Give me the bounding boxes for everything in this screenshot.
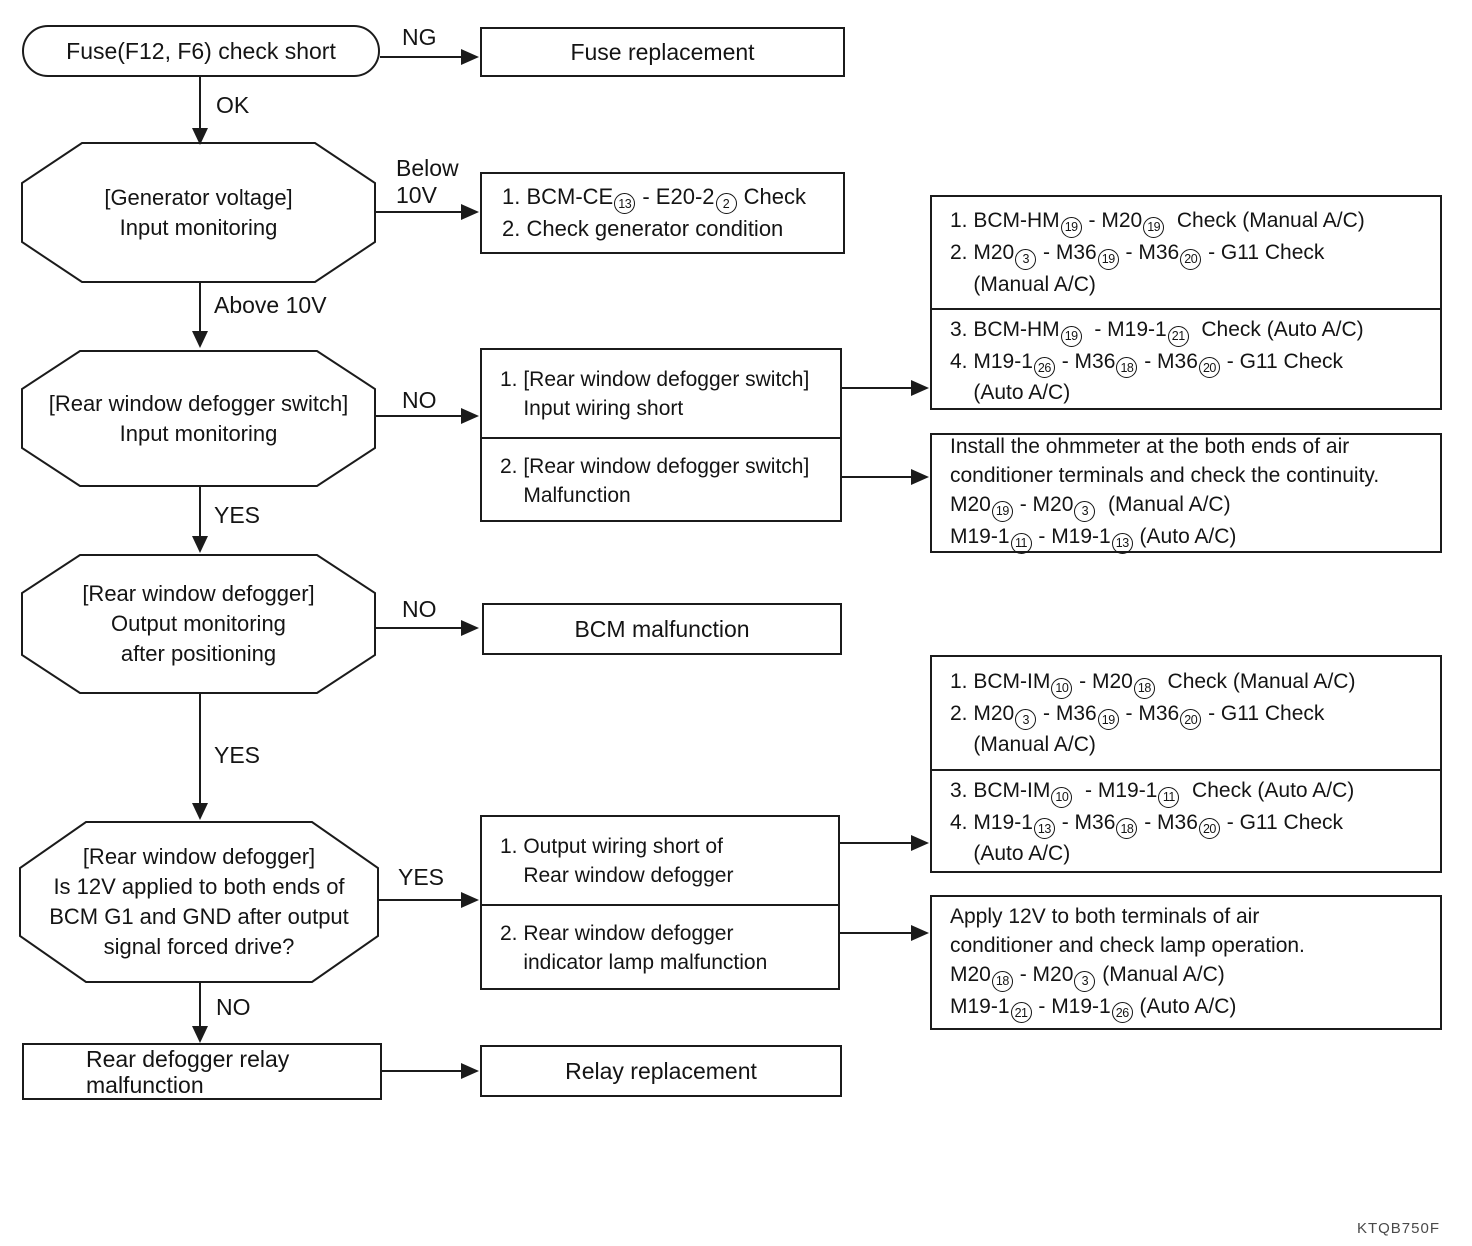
arrow-head: [461, 204, 479, 220]
node-label: [Rear window defogger]Is 12V applied to …: [49, 844, 349, 959]
circled-pin-number: 11: [1010, 532, 1032, 554]
output-cause-1: 1. Output wiring short of Rear window de…: [500, 834, 734, 887]
arrow-head: [192, 331, 208, 348]
circled-pin-number: 3: [1074, 970, 1096, 992]
edge-label-no-switch: NO: [402, 387, 437, 413]
node-label: BCM malfunction: [574, 616, 750, 642]
arrow-head: [461, 49, 479, 65]
circled-pin-number: 19: [1097, 248, 1119, 270]
node-label: Relay replacement: [565, 1058, 757, 1084]
circled-pin-number: 3: [1074, 501, 1096, 522]
node-label: Install the ohmmeter at the both ends of…: [950, 432, 1440, 554]
octagon-outline-generator: [21, 142, 376, 283]
circled-pin-number: 21: [1010, 1002, 1032, 1024]
node-fuse-replacement: Fuse replacement: [480, 27, 845, 77]
circled-pin-number: 2: [715, 193, 737, 215]
node-label: Fuse replacement: [570, 39, 755, 65]
arrow-head: [911, 925, 929, 941]
arrow-head: [192, 1026, 208, 1043]
node-ohmmeter-note: Install the ohmmeter at the both ends of…: [930, 432, 1442, 554]
circled-pin-number: 20: [1180, 709, 1202, 731]
node-fuse-check: Fuse(F12, F6) check short: [22, 25, 380, 77]
circled-pin-number: 21: [1167, 325, 1189, 347]
edge-label-no-12v: NO: [216, 994, 251, 1020]
octagon-outline-output: [21, 554, 376, 694]
edge-label-yes-switch: YES: [214, 502, 261, 528]
switch-cause-2: 2. [Rear window defogger switch] Malfunc…: [482, 437, 840, 522]
circled-pin-number: 20: [1180, 248, 1202, 270]
node-defogger-switch: [Rear window defogger switch]Input monit…: [22, 351, 375, 486]
circled-pin-number: 20: [1198, 818, 1220, 840]
output-cause-2: 2. Rear window defogger indicator lamp m…: [482, 904, 838, 990]
switch-cause-1: 1. [Rear window defogger switch] Input w…: [500, 367, 810, 420]
circled-pin-number: 3: [1015, 248, 1037, 270]
circled-pin-number: 26: [1033, 357, 1055, 379]
arrow-head: [192, 536, 208, 553]
node-label: [Rear window defogger switch]Input monit…: [48, 390, 349, 446]
circled-pin-number: 26: [1111, 1002, 1133, 1024]
circled-pin-number: 19: [1060, 217, 1082, 238]
arrow-head: [911, 380, 929, 396]
figure-code: KTQB750F: [1356, 1220, 1440, 1237]
node-output-causes: 1. Output wiring short of Rear window de…: [480, 815, 840, 990]
node-relay-replacement: Relay replacement: [480, 1045, 842, 1097]
circled-pin-number: 3: [1015, 709, 1037, 731]
arrow-head: [911, 835, 929, 851]
edge-label-ok: OK: [216, 92, 250, 118]
circled-pin-number: 19: [1143, 217, 1165, 238]
edge-label-ng: NG: [402, 24, 437, 50]
circled-pin-number: 18: [1116, 357, 1138, 379]
circled-pin-number: 11: [1158, 786, 1180, 808]
circled-pin-number: 13: [1111, 532, 1133, 554]
circled-pin-number: 10: [1051, 677, 1073, 699]
arrow-head: [192, 128, 208, 145]
circled-pin-number: 19: [1097, 709, 1119, 731]
node-label: Fuse(F12, F6) check short: [66, 38, 336, 64]
circled-pin-number: 18: [1133, 677, 1155, 699]
edge-label-no-output: NO: [402, 596, 437, 622]
node-generator-voltage: [Generator voltage]Input monitoring: [22, 143, 375, 282]
edge-label-above-10v: Above 10V: [214, 292, 327, 318]
circled-pin-number: 18: [1116, 818, 1138, 840]
circled-pin-number: 18: [991, 970, 1013, 992]
arrow-head: [461, 620, 479, 636]
arrow-head: [911, 469, 929, 485]
arrow-head: [461, 1063, 479, 1079]
node-switch-causes: 1. [Rear window defogger switch] Input w…: [480, 348, 842, 522]
arrow-head: [461, 892, 479, 908]
arrow-head: [192, 803, 208, 820]
octagon-outline-12v: [19, 821, 379, 983]
arrow-head: [461, 408, 479, 424]
node-label: [Generator voltage]Input monitoring: [104, 184, 293, 240]
octagon-outline-switch: [21, 350, 376, 487]
circled-pin-number: 19: [991, 501, 1013, 522]
circled-pin-number: 13: [1033, 818, 1055, 840]
circled-pin-number: 13: [614, 193, 636, 215]
circled-pin-number: 19: [1060, 325, 1082, 347]
node-forced-drive: [Rear window defogger]Is 12V applied to …: [20, 822, 378, 982]
circled-pin-number: 20: [1198, 357, 1220, 379]
circled-pin-number: 10: [1051, 786, 1073, 808]
node-bcm-malfunction: BCM malfunction: [482, 603, 842, 655]
edge-label-yes-output: YES: [214, 742, 261, 768]
edge-label-yes-12v: YES: [398, 864, 445, 890]
